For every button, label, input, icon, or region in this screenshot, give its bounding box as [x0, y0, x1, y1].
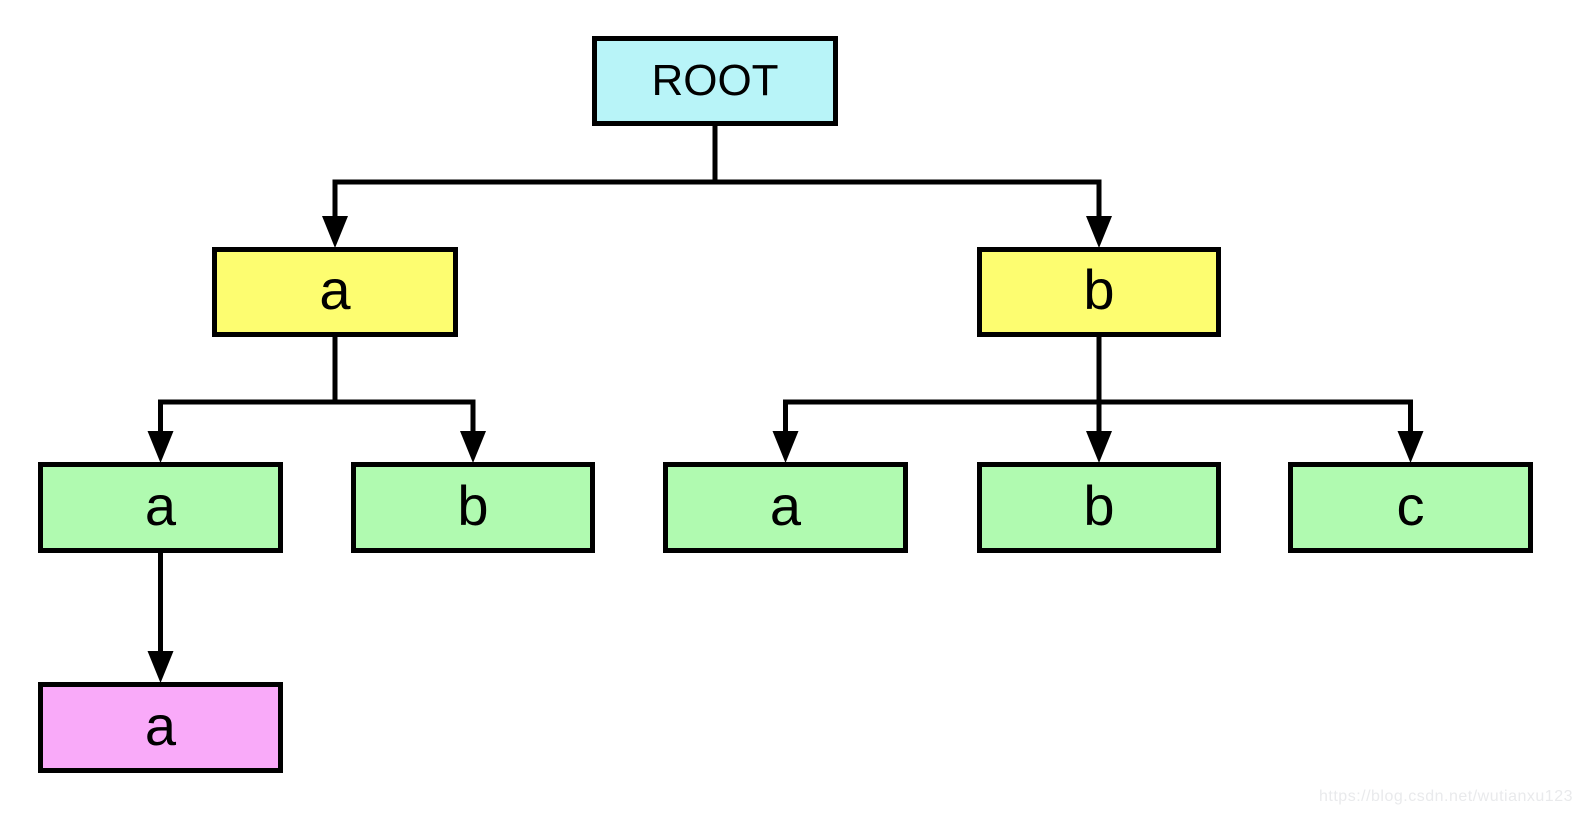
tree-node-a-a: a [38, 462, 283, 553]
edge-arrowhead [460, 431, 486, 463]
tree-node-root: ROOT [592, 36, 838, 126]
watermark: https://blog.csdn.net/wutianxu123 [1319, 788, 1573, 805]
tree-node-b: b [977, 247, 1221, 337]
tree-node-a-a-a: a [38, 682, 283, 773]
edge-arrowhead [1397, 431, 1424, 463]
tree-node-b-c: c [1288, 462, 1533, 553]
tree-node-b-b: b [977, 462, 1221, 553]
edge-arrowhead [147, 431, 174, 463]
edge-arrowhead [1086, 431, 1112, 463]
edge-arrowhead [147, 651, 174, 683]
tree-node-b-a: a [663, 462, 908, 553]
edge-arrowhead [772, 431, 799, 463]
tree-node-a-b: b [351, 462, 595, 553]
edge-arrowhead [1086, 216, 1112, 248]
edge-arrowhead [322, 216, 348, 248]
tree-node-a: a [212, 247, 458, 337]
